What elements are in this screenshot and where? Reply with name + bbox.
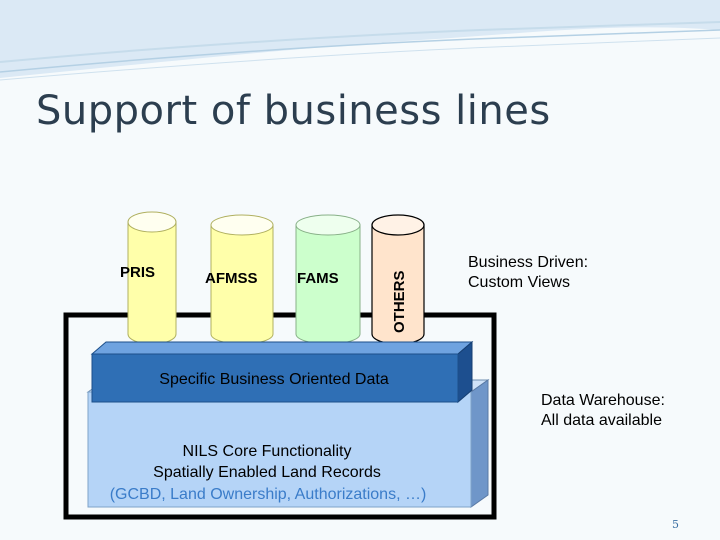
cylinder-fams (295, 214, 361, 345)
cylinder-others (371, 214, 425, 345)
warehouse-line-2: All data available (541, 412, 662, 429)
cylinder-label-afmss: AFMSS (205, 270, 258, 287)
cylinder-label-others: OTHERS (391, 270, 408, 333)
cylinder-label-fams: FAMS (297, 270, 339, 287)
warehouse-line-1: Data Warehouse: (541, 392, 665, 409)
warehouse-frame (63, 312, 497, 520)
specific-layer-label: Specific Business Oriented Data (159, 371, 389, 388)
core-line-2: Spatially Enabled Land Records (153, 464, 381, 481)
header-wave-decoration (0, 0, 720, 81)
business-driven-line-1: Business Driven: (468, 254, 589, 271)
cylinder-pris (127, 211, 177, 345)
page-title: Support of business lines (36, 88, 551, 134)
cylinder-label-pris: PRIS (120, 264, 155, 281)
business-driven-line-2: Custom Views (468, 274, 570, 291)
specific-box-front (91, 353, 459, 403)
specific-box-top (90, 341, 474, 355)
core-line-3: (GCBD, Land Ownership, Authorizations, …… (110, 486, 427, 503)
business-driven-note: Business Driven: Custom Views (468, 253, 588, 293)
core-line-1: NILS Core Functionality (183, 443, 352, 460)
page-number: 5 (672, 518, 679, 531)
core-box-side (470, 379, 489, 508)
warehouse-note: Data Warehouse: All data available (541, 391, 665, 431)
